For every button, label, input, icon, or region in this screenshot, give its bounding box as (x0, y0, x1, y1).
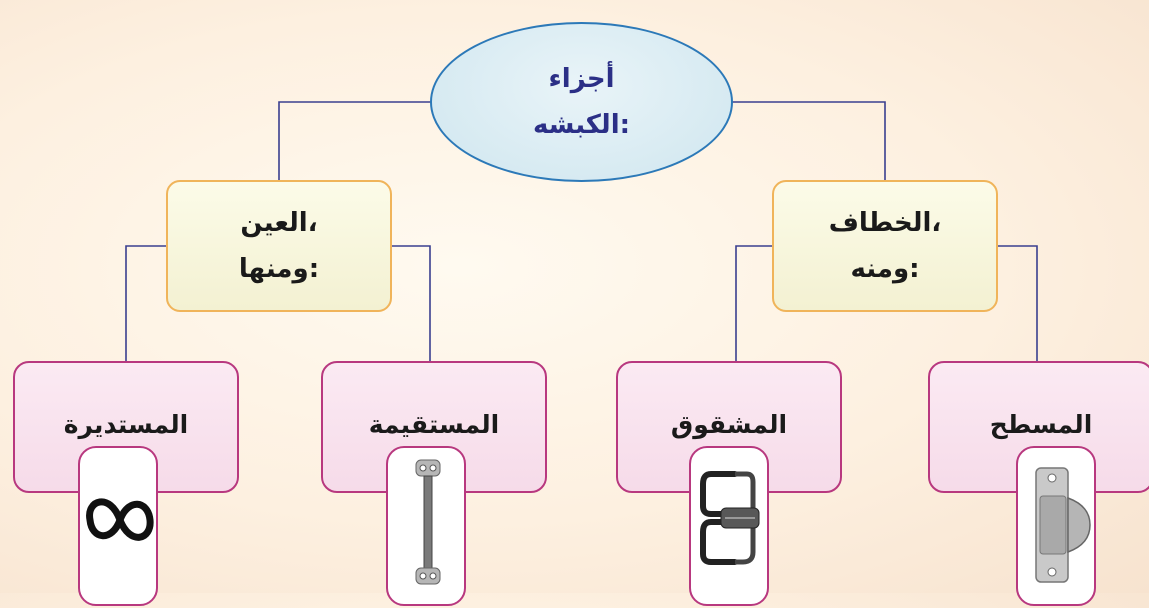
connector-left-inner (391, 245, 431, 361)
leaf-straight-eye-label: المستقيمة (368, 409, 500, 439)
flat-hook-icon (1035, 467, 1091, 583)
straight-eye-icon (415, 459, 441, 585)
branch-hook: الخطاف، ومنه: (772, 180, 998, 312)
connector-right-outer (997, 245, 1038, 361)
leaf-flat-hook-label: المسطح (989, 409, 1093, 439)
leaf-split-hook-label: المشقوق (670, 409, 788, 439)
leaf-straight-eye: المستقيمة (321, 361, 547, 493)
diagram-canvas: أجزاء الكبشه: العين، ومنها: الخطاف، ومنه… (13, 22, 1149, 606)
connector-left-outer (125, 245, 167, 361)
branch-hook-line1: الخطاف، (828, 208, 942, 238)
round-eye-icon (86, 498, 154, 541)
flat-hook-tab (1016, 446, 1096, 606)
round-eye-tab (78, 446, 158, 606)
branch-hook-line2: ومنه: (850, 254, 920, 284)
leaf-round-eye-label: المستديرة (63, 409, 189, 439)
root-node: أجزاء الكبشه: (430, 22, 733, 182)
connector-root-left (278, 101, 432, 181)
connector-right-inner (735, 245, 773, 361)
connector-lines (125, 101, 1038, 361)
branch-eye-line2: ومنها: (238, 254, 320, 284)
split-hook-icon (700, 471, 760, 565)
split-hook-tab (689, 446, 769, 606)
root-title-line2: الكبشه: (532, 110, 631, 140)
branch-eye: العين، ومنها: (166, 180, 392, 312)
connector-root-right (731, 101, 886, 181)
branch-eye-line1: العين، (240, 208, 318, 238)
root-title-line1: أجزاء (548, 64, 615, 94)
straight-eye-tab (386, 446, 466, 606)
